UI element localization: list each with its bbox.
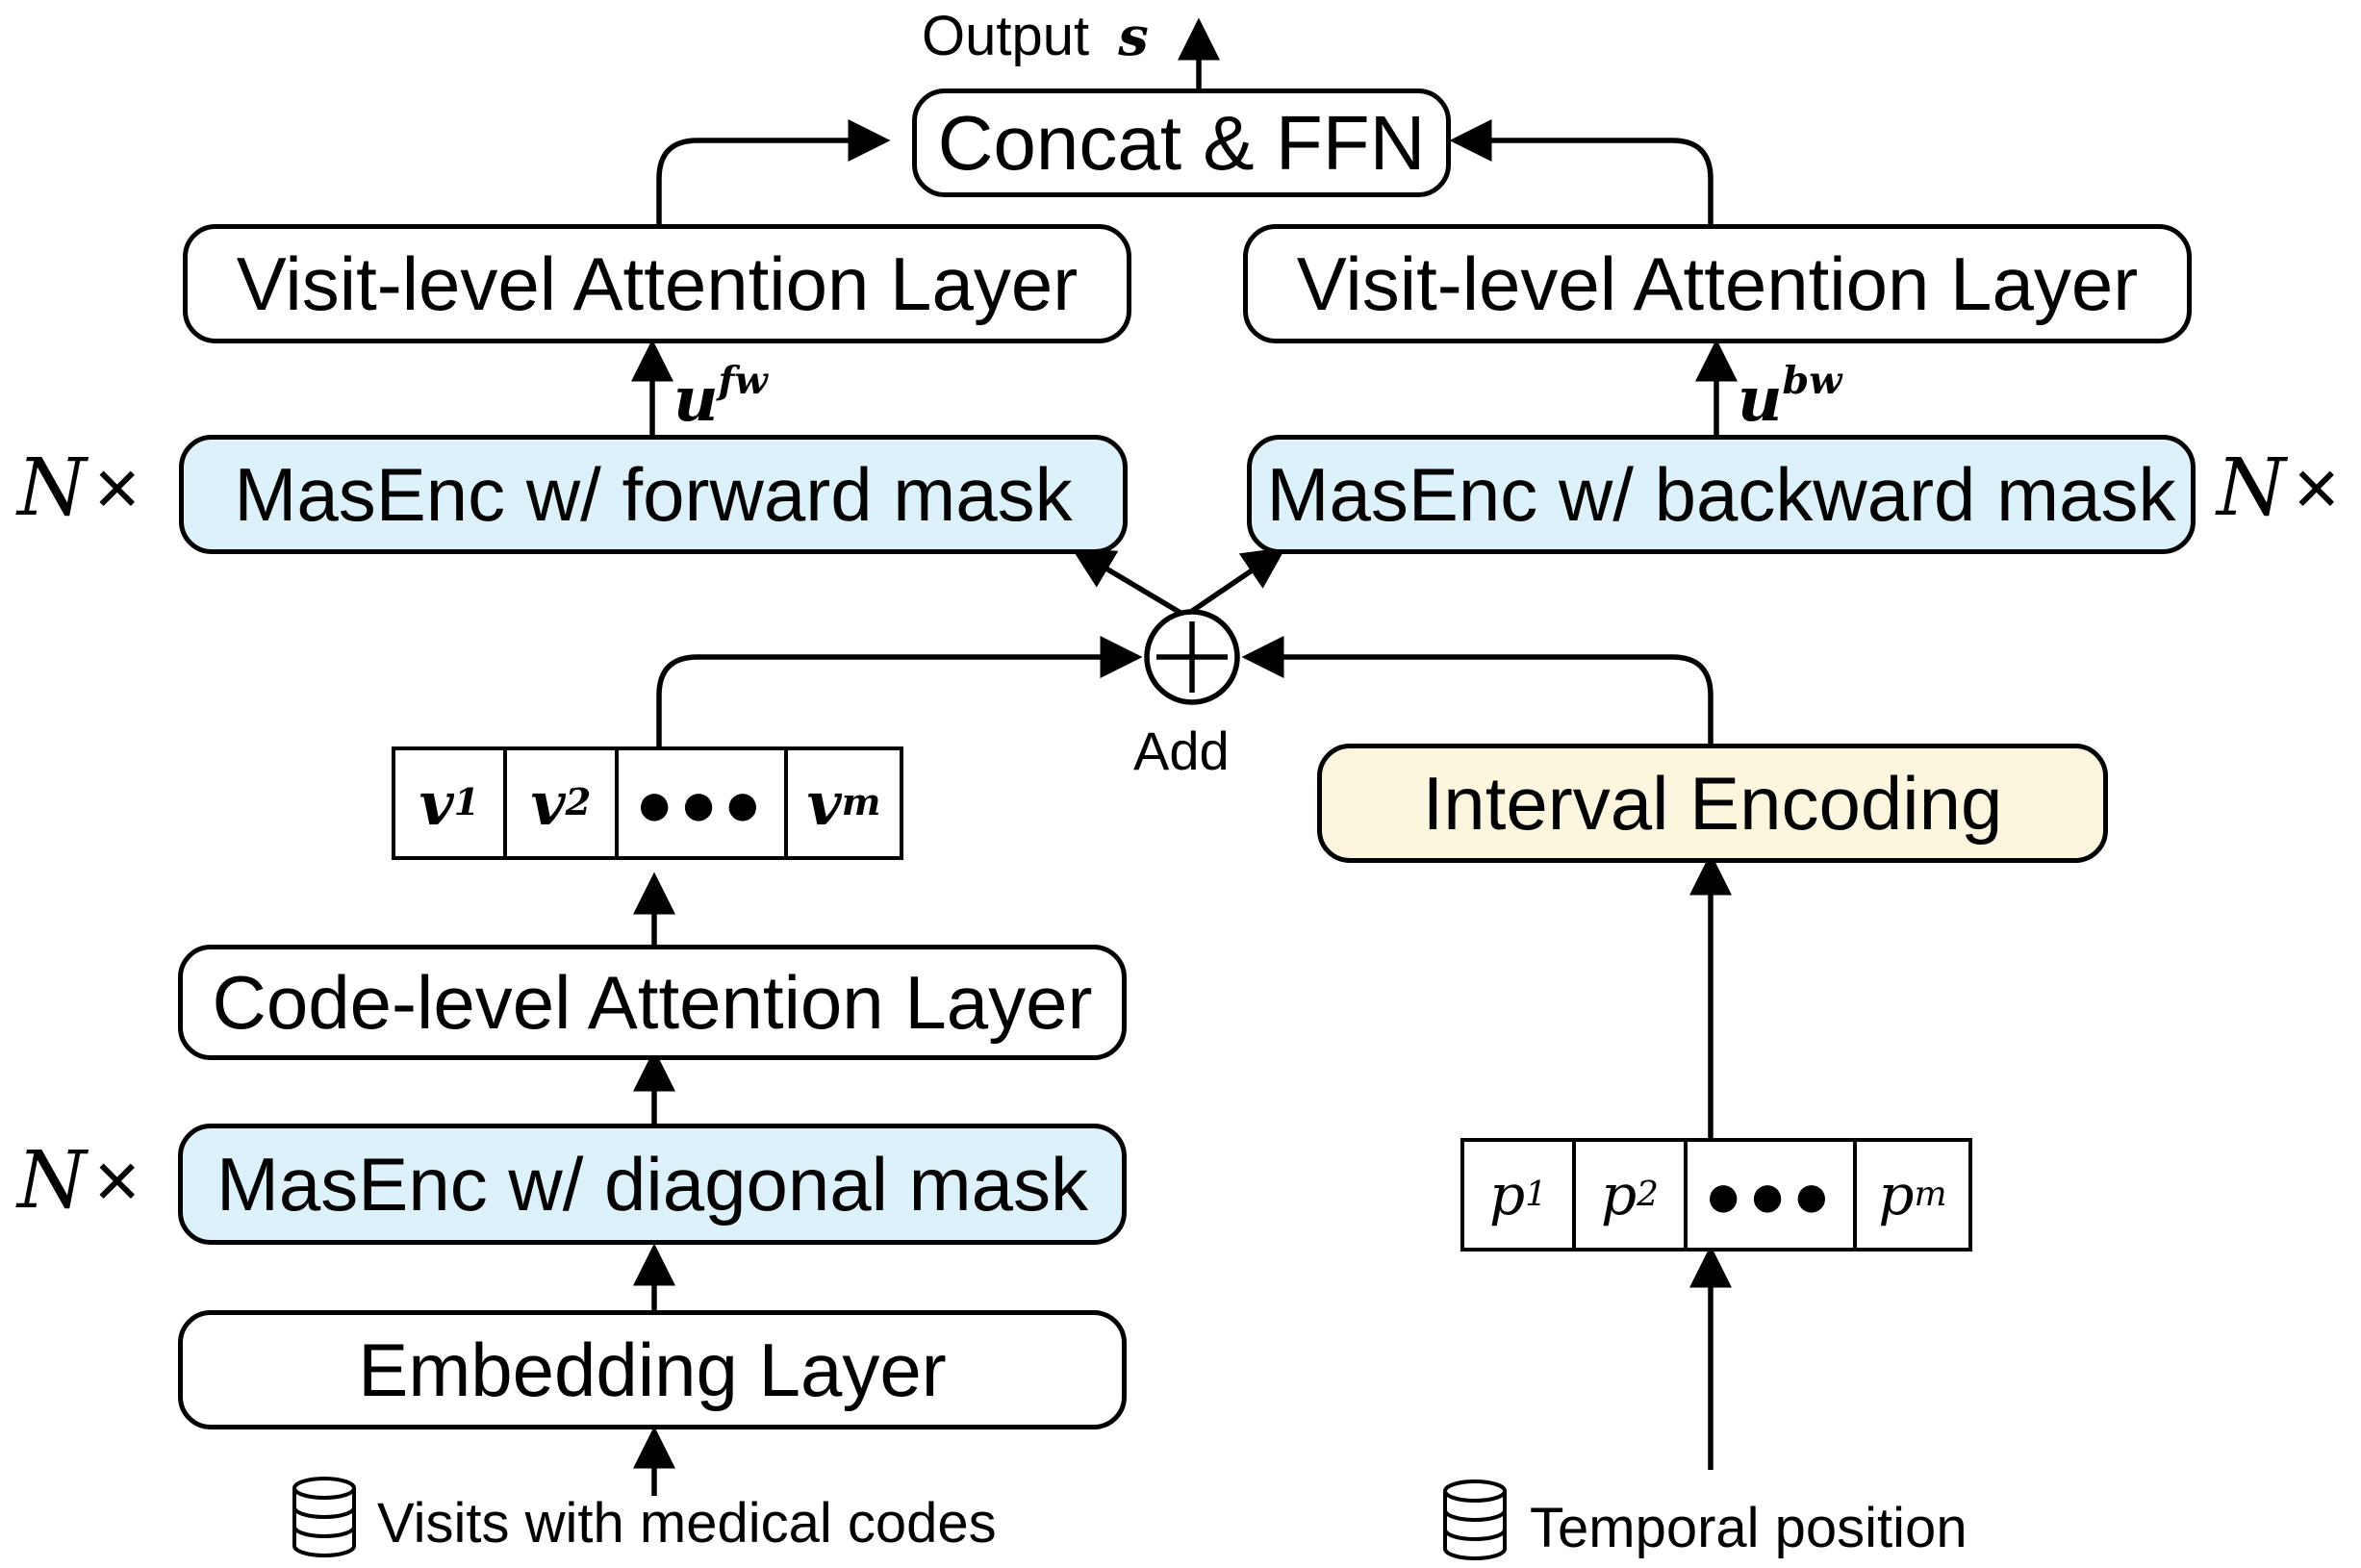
embedding-layer-box: Embedding Layer	[178, 1310, 1127, 1429]
arrow-visits-to-add	[656, 636, 1143, 746]
repeat-label-diagonal: N×	[17, 1135, 140, 1227]
visit-attention-left-box: Visit-level Attention Layer	[183, 224, 1131, 343]
arrow-add-to-backward	[1183, 546, 1286, 619]
masenc-forward-box: MasEnc w/ forward mask	[179, 435, 1128, 554]
visit-cell-base: v	[530, 768, 566, 839]
u-fw-sup: fw	[718, 359, 768, 404]
database-icon	[1443, 1479, 1507, 1560]
visit-attention-right-box: Visit-level Attention Layer	[1243, 224, 2192, 343]
temporal-input-label: Temporal position	[1530, 1497, 1968, 1559]
visits-input-label: Visits with medical codes	[377, 1492, 997, 1555]
repeat-label-backward: N×	[2217, 443, 2340, 534]
repeat-label-forward: N×	[17, 443, 140, 534]
interval-encoding-box: Interval Encoding	[1317, 744, 2108, 863]
u-bw-base: u	[1738, 364, 1783, 436]
database-icon	[292, 1477, 356, 1557]
add-label: Add	[1133, 721, 1230, 781]
masenc-backward-box: MasEnc w/ backward mask	[1247, 435, 2196, 554]
concat-ffn-box: Concat & FFN	[912, 89, 1451, 197]
output-text: Output	[922, 5, 1090, 67]
position-cell-base: p	[1878, 1162, 1915, 1227]
output-symbol: s	[1118, 5, 1149, 68]
repeat-symbol: N	[17, 1135, 87, 1227]
repeat-times: ×	[93, 1137, 140, 1225]
repeat-times: ×	[93, 444, 140, 532]
position-cell-base: p	[1488, 1162, 1526, 1227]
visit-cell-base: v	[806, 768, 842, 839]
visit-cell-ellipsis: ●●●	[619, 750, 788, 856]
u-bw-label: ubw	[1738, 362, 1841, 436]
arrow-add-to-forward	[1071, 547, 1187, 619]
repeat-symbol: N	[2217, 443, 2286, 534]
u-bw-sup: bw	[1782, 359, 1842, 404]
repeat-times: ×	[2293, 444, 2340, 532]
arrow-interval-to-add	[1241, 636, 1714, 744]
plus-icon	[1156, 621, 1228, 693]
masenc-diagonal-box: MasEnc w/ diagonal mask	[178, 1124, 1127, 1245]
repeat-symbol: N	[17, 443, 87, 534]
add-node	[1144, 609, 1240, 705]
output-label: Output s	[922, 4, 1149, 68]
arrow-left-visit-to-concat	[656, 119, 891, 224]
arrow-right-visit-to-concat	[1449, 119, 1714, 224]
u-fw-base: u	[673, 364, 719, 436]
position-cell-ellipsis: ●●●	[1688, 1142, 1857, 1248]
code-attention-box: Code-level Attention Layer	[178, 945, 1127, 1060]
u-fw-label: ufw	[673, 362, 768, 436]
position-cell-base: p	[1600, 1162, 1637, 1227]
visit-cell-base: v	[419, 768, 454, 839]
